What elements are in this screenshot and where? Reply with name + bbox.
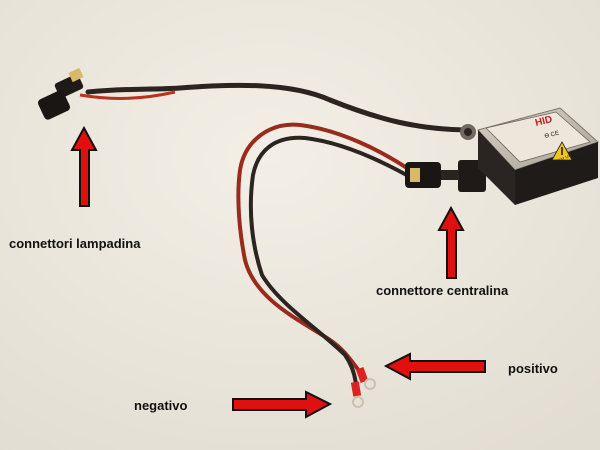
label-negative: negativo [134,398,188,413]
arrow-up-bulb [70,125,98,207]
ballast-brand: HID [534,114,553,129]
main-cable [85,82,473,133]
input-black-wire [248,135,414,387]
hid-ballast [460,107,599,205]
arrow-left-positive [383,352,486,381]
bulb-red-wire [79,90,176,100]
label-ballast-connector: connettore centralina [376,283,509,298]
negative-terminal [350,381,364,408]
positive-terminal [355,367,376,390]
warning-triangle-icon [551,141,573,161]
label-bulb-connectors: connettori lampadina [9,236,141,251]
arrow-right-negative [232,390,333,419]
label-positive: positivo [508,361,558,376]
ballast-marks: ϴ CE [544,131,560,140]
bulb-connector [37,67,84,120]
arrow-up-ballast [437,205,465,279]
